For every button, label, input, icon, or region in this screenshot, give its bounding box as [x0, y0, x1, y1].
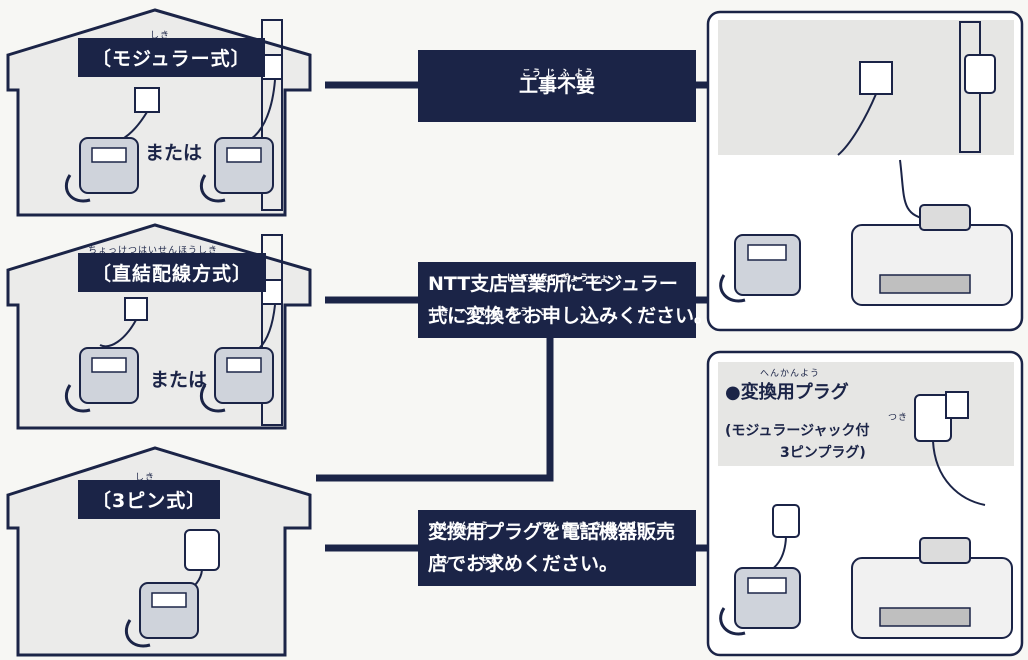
- ntt-box: し てんえいぎょうしょ NTT支店営業所にモジュラー しき へんかん もう こ …: [418, 262, 714, 338]
- ntt-line-2: 式に変換をお申し込みください。: [428, 305, 714, 327]
- wall-adapter-icon: [261, 279, 283, 305]
- outlet-icon: [945, 391, 969, 419]
- house-label-ruby: しき: [150, 31, 171, 41]
- house-label-3pin: 〔3ピン式〕: [78, 480, 221, 519]
- plug-line1-ruby: つき: [888, 413, 909, 423]
- wall-adapter-icon: [261, 54, 283, 80]
- no-work-text: 工事不要: [518, 75, 595, 97]
- modular-jack-icon: [134, 87, 160, 113]
- house-label-modular: 〔モジュラー式〕: [78, 38, 265, 77]
- plug-panel-title: ●変換用プラグ: [725, 382, 849, 403]
- direct-wire-outlet-icon: [124, 297, 148, 321]
- no-work-ruby: こう じ ふ よう: [522, 69, 595, 79]
- plug-title-ruby: へんかんよう: [760, 369, 821, 379]
- setup-panel-3pin: [706, 350, 1024, 657]
- ntt-ruby-2: しき へんかん もう こ: [430, 308, 550, 318]
- telephone-icon: [124, 582, 199, 648]
- wall-adapter-icon: [964, 54, 996, 94]
- plug-panel-line-2: 3ピンプラグ): [780, 445, 866, 461]
- telephone-icon: [719, 234, 801, 303]
- telephone-icon: [719, 567, 801, 636]
- plug-panel-line-1: (モジュラージャック付: [725, 423, 870, 439]
- telephone-icon: [64, 347, 139, 413]
- modular-jack-icon: [859, 61, 893, 95]
- house-label-ruby: しき: [135, 473, 156, 483]
- 3pin-plug-icon: [184, 529, 220, 571]
- or-text: または: [145, 142, 203, 164]
- telephone-icon: [199, 347, 274, 413]
- plug-box: へんかんよう でん わ き き はんばい 変換用プラグを電話機器販売 てん もと…: [418, 510, 696, 586]
- no-work-box: こう じ ふ よう 工事不要: [418, 50, 696, 122]
- telephone-icon: [199, 137, 274, 203]
- or-text: または: [150, 369, 208, 391]
- 3pin-plug-icon: [772, 504, 800, 538]
- console-device-icon: [851, 537, 1013, 639]
- house-label-direct: 〔直結配線方式〕: [78, 253, 267, 292]
- console-device-icon: [851, 204, 1013, 306]
- plug-ruby-2: てん もと: [430, 556, 500, 566]
- setup-panel-modular: [706, 10, 1024, 332]
- ntt-line-1: NTT支店営業所にモジュラー: [428, 273, 678, 295]
- plug-line-1: 変換用プラグを電話機器販売: [428, 521, 676, 543]
- ntt-ruby-1: し てんえいぎょうしょ: [506, 274, 610, 284]
- telephone-icon: [64, 137, 139, 203]
- plug-ruby-1: へんかんよう でん わ き き はんばい: [430, 522, 647, 532]
- plug-line-2: 店でお求めください。: [428, 553, 619, 575]
- wall-duct: [261, 19, 283, 211]
- house-label-ruby: ちょっけつはいせんほうしき: [88, 246, 219, 256]
